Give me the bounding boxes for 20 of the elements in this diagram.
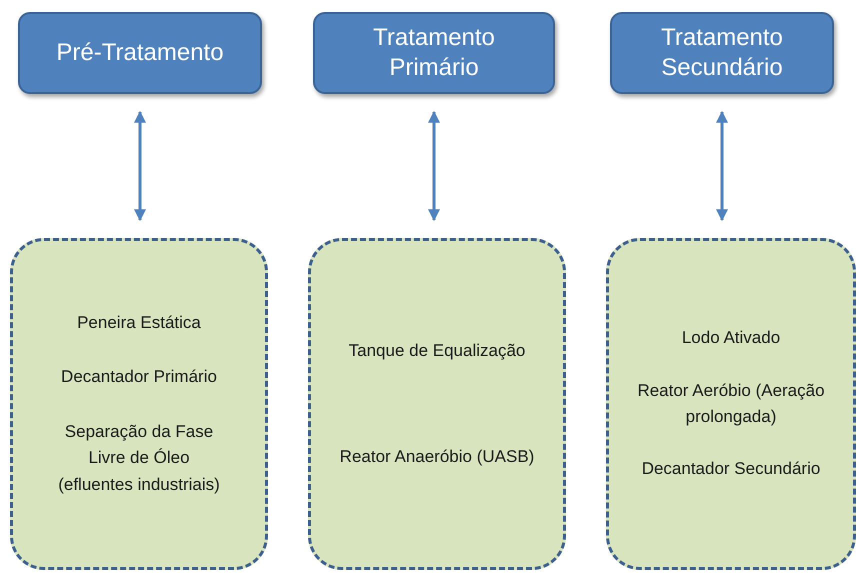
process-step: Lodo Ativado bbox=[682, 325, 780, 352]
double-arrow bbox=[134, 110, 146, 222]
process-step: Tanque de Equalização bbox=[348, 338, 526, 364]
process-step: Peneira Estática bbox=[77, 310, 201, 336]
process-step: Decantador Primário bbox=[61, 364, 217, 391]
stage-title: Tratamento Secundário bbox=[660, 23, 784, 83]
stage-box bbox=[313, 12, 555, 94]
stage-title: Pré-Tratamento bbox=[56, 38, 224, 68]
stage-box bbox=[18, 12, 262, 94]
process-group-box bbox=[606, 238, 856, 570]
process-step: Reator Aeróbio (Aeração prolongada) bbox=[616, 378, 846, 430]
process-step: Separação da Fase Livre de Óleo (efluentes industriais) bbox=[54, 418, 224, 498]
process-group-box bbox=[10, 238, 268, 570]
stage-box bbox=[610, 12, 834, 94]
double-arrow bbox=[428, 110, 440, 222]
stage-title: Tratamento Primário bbox=[372, 23, 496, 83]
double-arrow bbox=[716, 110, 728, 222]
process-step: Decantador Secundário bbox=[642, 456, 820, 483]
process-step: Reator Anaeróbio (UASB) bbox=[340, 444, 534, 470]
process-group-box bbox=[308, 238, 566, 570]
